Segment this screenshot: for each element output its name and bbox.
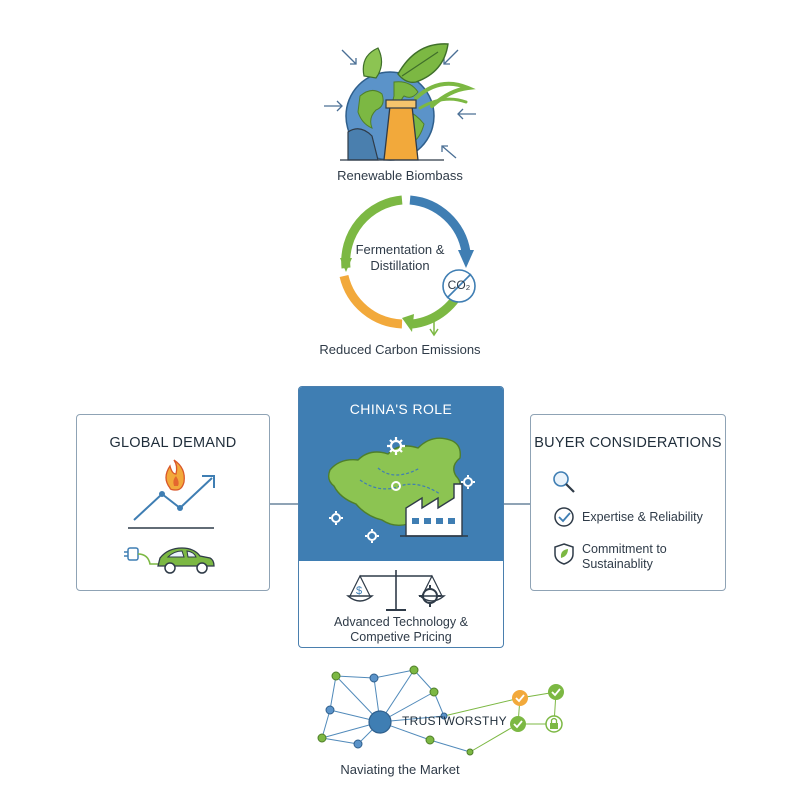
biomass-label: Renewable Biombass xyxy=(337,168,463,183)
check-shield-icon xyxy=(554,507,574,527)
connector-left xyxy=(270,503,298,505)
flame-icon xyxy=(165,459,185,491)
market-network-illustration xyxy=(317,665,564,756)
gear-icon xyxy=(419,585,441,607)
inward-arrows-icon xyxy=(324,49,476,159)
cycle-label-line1: Fermentation & xyxy=(355,242,445,257)
fermentation-cycle-diagram xyxy=(339,195,476,337)
trustworthy-label: TRUSTWORSTHY xyxy=(402,714,507,728)
gear-icon xyxy=(387,437,405,455)
hub-node-icon xyxy=(368,710,392,734)
global-demand-title: GLOBAL DEMAND xyxy=(109,435,237,451)
buyer-item-3-line2: Sustainablity xyxy=(582,557,653,571)
co2-label: CO₂ xyxy=(447,278,471,292)
china-feature-line1: Advanced Technology & xyxy=(334,615,468,629)
leaf-icon xyxy=(397,43,449,84)
chimney-icon xyxy=(383,105,419,161)
buyer-item-3-label: Commitment to Sustainablity xyxy=(582,542,667,572)
china-map-illustration xyxy=(327,437,475,543)
emissions-label: Reduced Carbon Emissions xyxy=(319,342,481,357)
buyer-item-2-label: Expertise & Reliability xyxy=(582,510,703,524)
china-feature-text: Advanced Technology & Competive Pricing xyxy=(299,615,503,645)
connector-right xyxy=(504,503,530,505)
check-badge-icon xyxy=(548,684,564,700)
biomass-globe-illustration xyxy=(324,43,476,161)
factory-icon xyxy=(400,483,468,537)
china-role-title: CHINA'S ROLE xyxy=(349,401,453,417)
market-caption: Naviating the Market xyxy=(340,762,460,777)
buyer-considerations-card: BUYER CONSIDERATIONS xyxy=(530,414,726,591)
balance-scale-icon: $ xyxy=(346,570,446,611)
buyer-considerations-title: BUYER CONSIDERATIONS xyxy=(534,435,722,451)
magnifier-icon xyxy=(553,471,575,493)
demand-growth-chart-icon xyxy=(128,459,215,529)
check-badge-icon xyxy=(510,716,526,732)
cycle-label-line2: Distillation xyxy=(370,258,430,273)
check-badge-icon xyxy=(512,690,528,706)
lock-badge-icon xyxy=(545,715,563,733)
china-feature-line2: Competive Pricing xyxy=(350,630,452,644)
electric-car-icon xyxy=(124,547,215,574)
dollar-icon: $ xyxy=(356,585,362,597)
leaf-shield-icon xyxy=(554,543,574,565)
buyer-item-3-line1: Commitment to xyxy=(582,542,667,556)
